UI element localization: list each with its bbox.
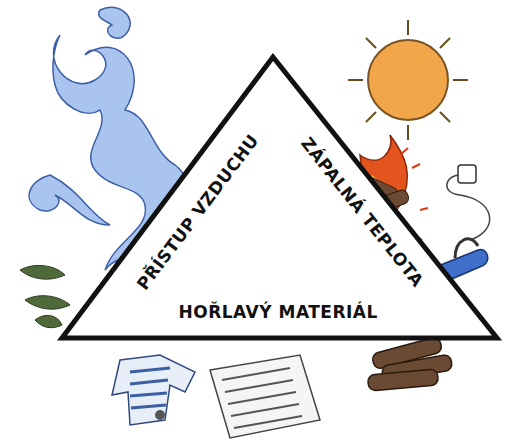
- striped-shirt: [112, 355, 195, 425]
- button: [155, 410, 165, 420]
- leaves: [20, 265, 70, 327]
- shirt-stripes: [130, 368, 170, 408]
- log: [367, 369, 438, 391]
- cord: [447, 175, 490, 240]
- spark: [412, 164, 420, 168]
- spark: [400, 148, 408, 155]
- ray: [407, 125, 409, 140]
- leaf: [35, 315, 62, 327]
- print-lines: [222, 368, 302, 428]
- leaf: [20, 265, 65, 279]
- iron-handle: [455, 239, 478, 258]
- ray: [366, 112, 376, 122]
- wood-logs: [367, 336, 452, 391]
- ray: [440, 38, 450, 48]
- print-line: [228, 392, 296, 404]
- print-line: [231, 404, 299, 416]
- base-label: HOŘLAVÝ MATERIÁL: [179, 302, 378, 322]
- ray: [440, 112, 450, 122]
- fire-triangle: [62, 57, 497, 338]
- shirt-body: [112, 355, 195, 425]
- wind-top: [99, 7, 131, 38]
- plug: [458, 165, 476, 183]
- sun-rays: [348, 20, 468, 140]
- ray: [453, 79, 468, 81]
- stripe: [130, 380, 168, 384]
- ray: [366, 38, 376, 48]
- newspaper: [210, 355, 320, 438]
- print-line: [222, 368, 290, 380]
- print-line: [234, 416, 302, 428]
- ray: [407, 20, 409, 35]
- sun: [348, 20, 468, 140]
- wind-tail: [29, 175, 110, 225]
- paper-sheet: [210, 355, 320, 438]
- leaf: [25, 296, 70, 309]
- sun-disc: [368, 40, 448, 120]
- spark: [420, 208, 428, 210]
- stripe: [130, 368, 170, 372]
- ray: [348, 79, 363, 81]
- print-line: [225, 380, 293, 392]
- stripe: [131, 405, 166, 408]
- stripe: [130, 393, 167, 396]
